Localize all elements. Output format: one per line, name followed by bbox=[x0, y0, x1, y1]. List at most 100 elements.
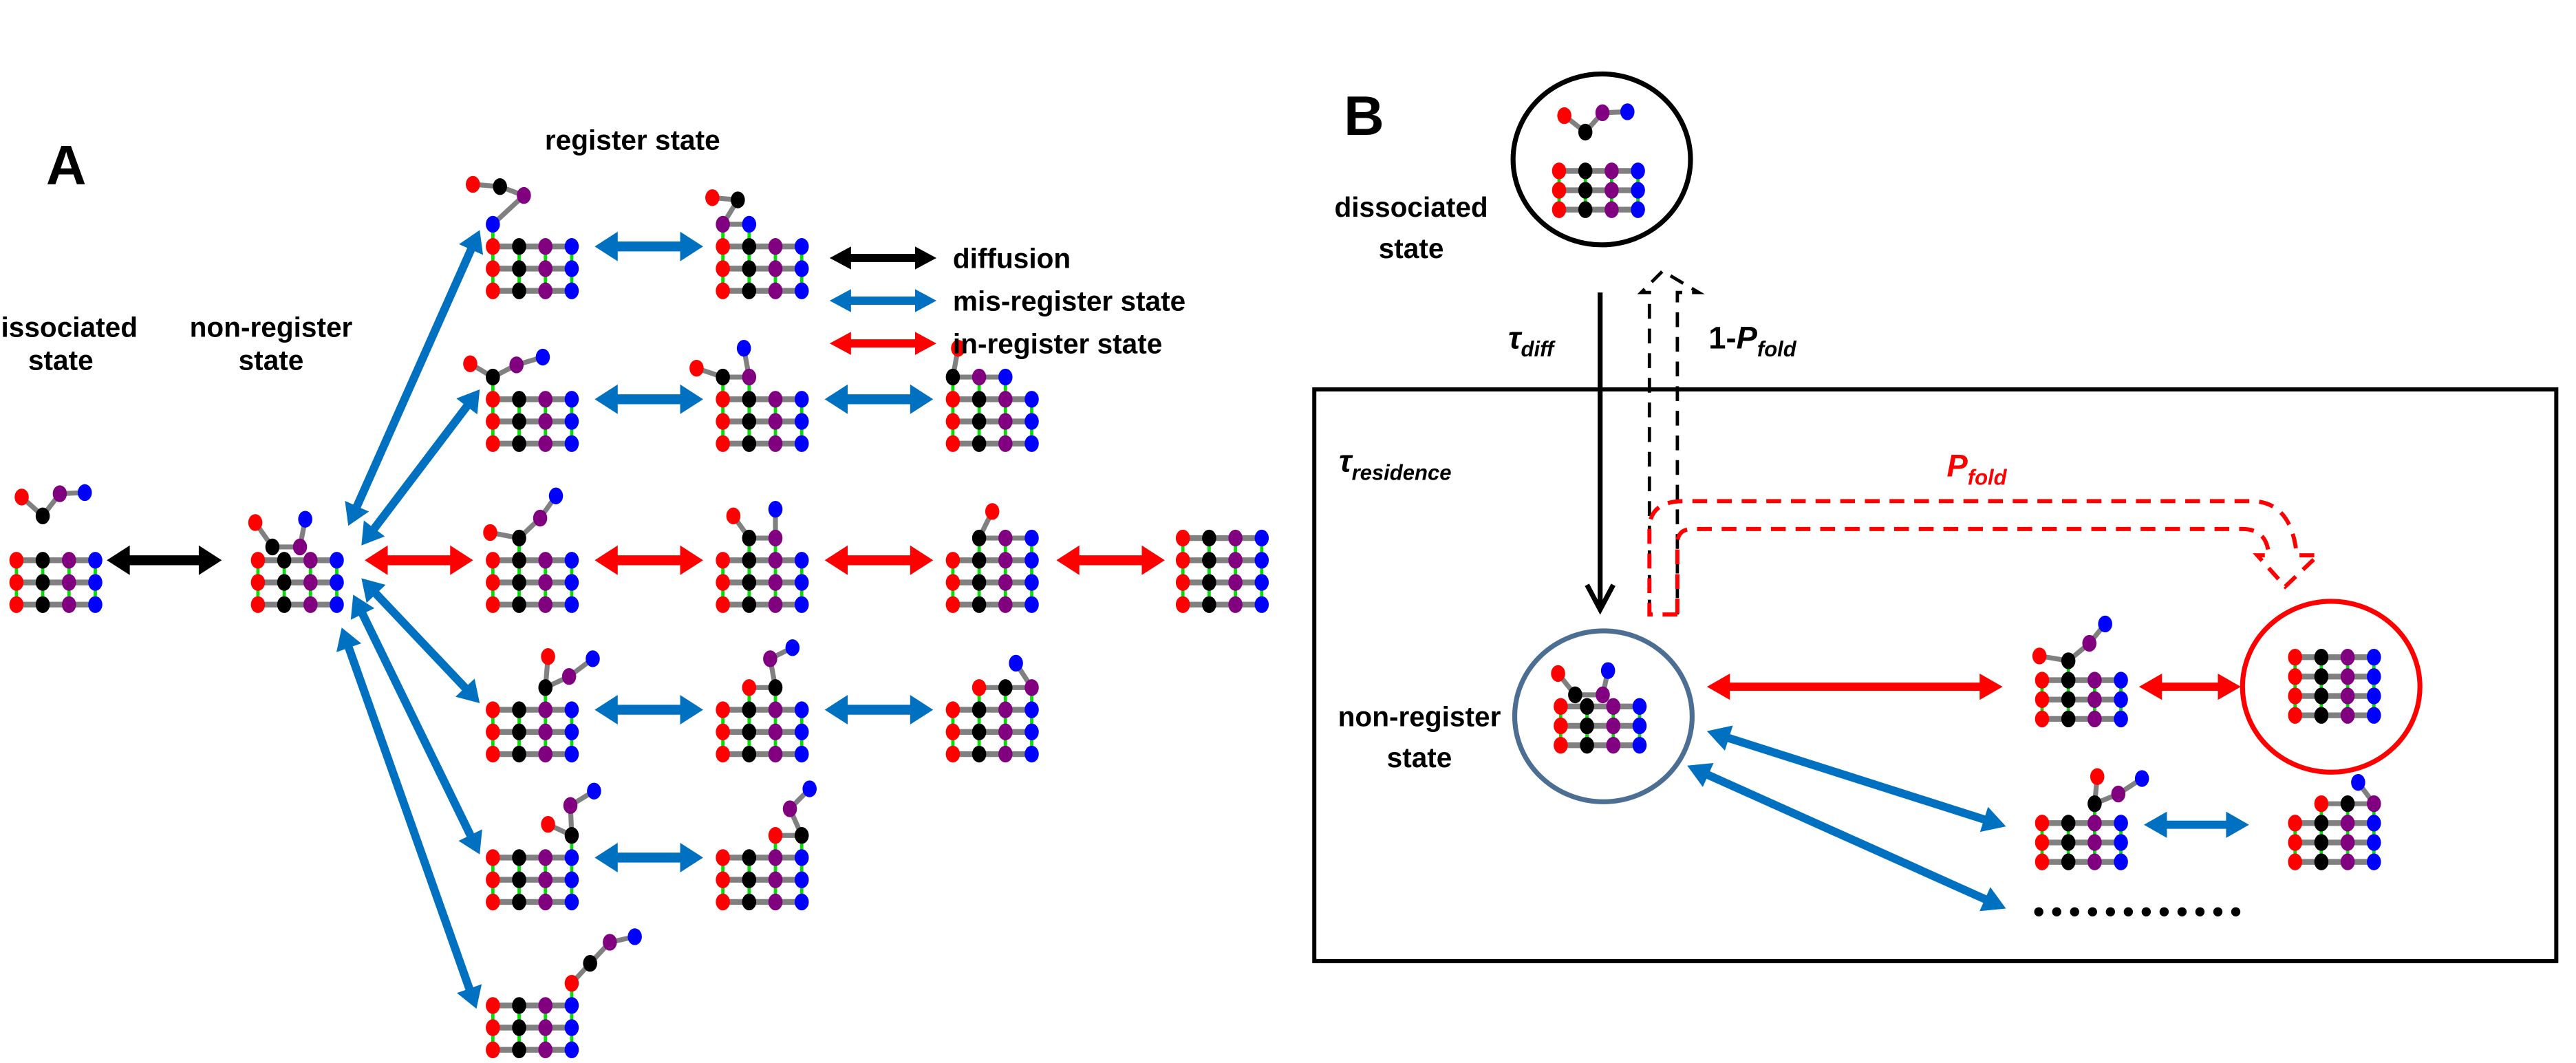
lattice-bead bbox=[972, 552, 987, 569]
chain-bead bbox=[1009, 654, 1023, 672]
lattice-bead bbox=[2314, 648, 2329, 666]
lattice-bead bbox=[538, 1019, 553, 1036]
lattice-bead bbox=[2087, 853, 2102, 870]
lattice-bead bbox=[1578, 201, 1593, 218]
lattice-bead bbox=[716, 238, 730, 255]
lattice-bead bbox=[794, 596, 809, 613]
lattice-bead bbox=[512, 260, 526, 277]
lattice-bead bbox=[768, 723, 783, 740]
lattice-bead bbox=[2288, 853, 2302, 870]
lattice-bead bbox=[486, 745, 500, 763]
chain-bead bbox=[1600, 662, 1616, 679]
chain-bead bbox=[538, 679, 553, 696]
lattice-bead bbox=[2340, 815, 2355, 832]
b-dissociated-molecule bbox=[1552, 103, 1645, 218]
in-register-arrow bbox=[824, 545, 934, 575]
mis-register-arrow bbox=[594, 384, 703, 414]
legend-mis-register-label: mis-register state bbox=[953, 285, 1185, 316]
legend-in-register-label: in-register state bbox=[953, 328, 1162, 359]
lattice-bead bbox=[538, 413, 553, 430]
chain-bead bbox=[2111, 785, 2126, 803]
lattice-bead bbox=[2087, 672, 2102, 689]
register-state-molecule bbox=[716, 639, 809, 763]
lattice-bead bbox=[538, 282, 553, 299]
lattice-bead bbox=[716, 260, 730, 277]
lattice-bead bbox=[1631, 182, 1645, 199]
chain-bead bbox=[248, 514, 263, 531]
register-state-molecule bbox=[689, 339, 809, 452]
chain-bead bbox=[768, 827, 783, 844]
lattice-bead bbox=[972, 574, 987, 591]
lattice-bead bbox=[564, 238, 579, 255]
lattice-bead bbox=[303, 552, 318, 569]
lattice-bead bbox=[2114, 815, 2128, 832]
chain-bead bbox=[742, 368, 757, 386]
lattice-bead bbox=[538, 574, 553, 591]
lattice-bead bbox=[2061, 710, 2076, 728]
lattice-bead bbox=[1024, 574, 1039, 591]
lattice-bead bbox=[277, 596, 292, 613]
lattice-bead bbox=[1202, 529, 1216, 547]
lattice-bead bbox=[2035, 672, 2050, 689]
chain-bead bbox=[785, 639, 800, 656]
b-dissociated-label-line2: state bbox=[1379, 233, 1444, 264]
lattice-bead bbox=[794, 238, 809, 255]
chain-bead bbox=[561, 668, 577, 685]
lattice-bead bbox=[1228, 529, 1243, 547]
mis-register-diagonal-arrow bbox=[361, 389, 480, 546]
lattice-bead bbox=[2035, 815, 2050, 832]
lattice-bead bbox=[742, 596, 757, 613]
lattice-bead bbox=[1254, 574, 1269, 591]
chain-bead bbox=[782, 800, 797, 817]
lattice-bead bbox=[1578, 182, 1593, 199]
lattice-bead bbox=[512, 282, 526, 299]
lattice-bead bbox=[2035, 853, 2050, 870]
register-state-molecule bbox=[945, 339, 1039, 452]
lattice-bead bbox=[538, 893, 553, 911]
lattice-bead bbox=[564, 596, 579, 613]
chain-bead bbox=[742, 679, 757, 696]
lattice-bead bbox=[2367, 853, 2381, 870]
lattice-bead bbox=[972, 413, 987, 430]
lattice-bead bbox=[998, 552, 1013, 569]
lattice-bead bbox=[742, 871, 757, 888]
lattice-bead bbox=[62, 574, 76, 591]
lattice-bead bbox=[2340, 687, 2355, 705]
chain-bead bbox=[1551, 665, 1565, 683]
chain-bead bbox=[726, 507, 741, 524]
residence-box bbox=[1312, 387, 2559, 963]
lattice-bead bbox=[945, 745, 960, 763]
lattice-bead bbox=[768, 413, 783, 430]
a-non-register-label-line1: non-register bbox=[190, 312, 353, 343]
lattice-bead bbox=[486, 260, 500, 277]
a-dissociated-label-line1: dissociated bbox=[0, 312, 138, 343]
chain-bead bbox=[689, 359, 704, 377]
chain-bead bbox=[583, 954, 597, 972]
lattice-bead bbox=[1554, 736, 1568, 754]
lattice-bead bbox=[2367, 815, 2381, 832]
lattice-bead bbox=[1024, 391, 1039, 408]
chain-bead bbox=[768, 679, 783, 696]
lattice-bead bbox=[1175, 552, 1190, 569]
lattice-bead bbox=[716, 552, 730, 569]
lattice-bead bbox=[538, 552, 553, 569]
chain-bead bbox=[509, 356, 524, 374]
lattice-bead bbox=[1554, 717, 1568, 735]
diffusion-arrow-head bbox=[1585, 583, 1616, 615]
lattice-bead bbox=[512, 238, 526, 255]
chain-bead bbox=[512, 529, 526, 547]
b-in-register-arrow bbox=[1706, 674, 2003, 700]
lattice-bead bbox=[2087, 691, 2102, 708]
chain-bead bbox=[998, 679, 1013, 696]
chain-bead bbox=[802, 780, 817, 797]
lattice-bead bbox=[277, 574, 292, 591]
lattice-bead bbox=[768, 260, 783, 277]
lattice-bead bbox=[1604, 162, 1619, 180]
lattice-bead bbox=[2288, 815, 2302, 832]
lattice-bead bbox=[1606, 698, 1621, 715]
lattice-bead bbox=[330, 552, 344, 569]
lattice-bead bbox=[1202, 552, 1216, 569]
register-state-molecule bbox=[945, 503, 1039, 613]
lattice-bead bbox=[538, 391, 553, 408]
chain-bead bbox=[533, 509, 548, 527]
